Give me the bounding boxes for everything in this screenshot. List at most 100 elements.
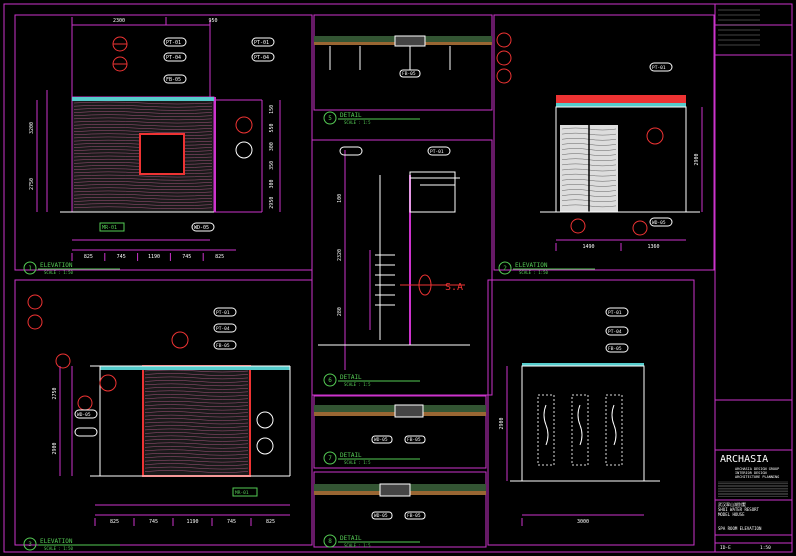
hatch-line xyxy=(144,407,249,411)
e1-tag-pt01-a: PT-01 xyxy=(166,40,181,46)
dim-label: 3000 xyxy=(577,519,589,525)
hatch-line xyxy=(73,111,213,114)
view-number: 8 xyxy=(328,538,332,545)
hatch-line xyxy=(73,193,213,197)
view-scale: SCALE : 1:5 xyxy=(344,543,371,548)
e1-tag-pt01-b: PT-01 xyxy=(254,40,269,46)
e3-tag-pt04: PT-04 xyxy=(216,326,230,332)
hatch-line xyxy=(144,390,249,393)
d7-tag-wd05: WD-05 xyxy=(374,437,388,443)
hatch-line xyxy=(73,184,213,187)
e4-dims: 3000 2900 xyxy=(499,417,589,526)
hatch-line xyxy=(144,446,249,449)
hatch-line xyxy=(73,187,213,190)
view-title: ELEVATION xyxy=(40,262,73,269)
e4-tag-pt01: PT-01 xyxy=(608,310,622,316)
hatch-line xyxy=(144,369,249,373)
e4-tag-pt04: PT-04 xyxy=(608,329,622,335)
hatch-line xyxy=(144,401,249,404)
dim-label: 350 xyxy=(269,161,275,170)
d8-tag-wd05: WD-05 xyxy=(374,513,388,519)
project-line-1: 武汉翠山湖别墅 xyxy=(718,501,746,507)
dim-label: 280 xyxy=(337,307,343,316)
e2-tag-pt01: PT-01 xyxy=(652,65,666,71)
view-scale: SCALE : 1:5 xyxy=(344,460,371,465)
dim-label: 1190 xyxy=(186,519,198,525)
e2-dims-left: 2750 2900 xyxy=(52,387,58,454)
hatch-line xyxy=(73,101,213,105)
dim-label: 2750 xyxy=(52,387,58,399)
company-line-3: ARCHITECTURE PLANNING xyxy=(735,475,779,479)
d6-section-mark: S.A xyxy=(445,282,463,293)
dim-label: 300 xyxy=(269,179,275,188)
d7-tag-fb05: FB-05 xyxy=(407,437,421,443)
hatch-line xyxy=(144,456,249,459)
hatch-line xyxy=(144,397,249,400)
hatch-line xyxy=(144,470,249,473)
dim-label: 950 xyxy=(208,18,217,24)
view-number-circle xyxy=(323,373,337,387)
view-title: DETAIL xyxy=(340,535,362,542)
hatch-line xyxy=(144,376,249,380)
hatch-line xyxy=(144,380,249,383)
e2-tag-wd05: WD-05 xyxy=(652,220,666,226)
view-number: 1 xyxy=(28,265,32,272)
e3-tag-fb05: FB-05 xyxy=(216,343,230,349)
title-block: ARCHASIA ARCHASIA DESIGN GROUP INTERIOR … xyxy=(715,9,792,551)
view-title: DETAIL xyxy=(340,374,362,381)
view-number-circle xyxy=(323,451,337,465)
hatch-line xyxy=(73,127,213,130)
drawing-title: SPA ROOM ELEVATION xyxy=(718,526,762,531)
e3-dims-right: 2900 xyxy=(694,153,700,165)
dim-label: 2900 xyxy=(52,442,58,454)
hatch-line xyxy=(144,404,249,407)
view-scale: SCALE : 1:50 xyxy=(519,270,548,275)
hatch-line xyxy=(144,449,249,452)
hatch-line xyxy=(73,197,213,200)
view-title: ELEVATION xyxy=(515,262,548,269)
e1-tag-mr01: MR-01 xyxy=(102,225,117,231)
hatch-line xyxy=(144,459,249,463)
e3-tag-pt01: PT-01 xyxy=(216,310,230,316)
dim-label: 550 xyxy=(269,123,275,132)
hatch-line xyxy=(73,108,213,111)
view-scale: SCALE : 1:5 xyxy=(344,120,371,125)
e3-tag-mr01: MR-01 xyxy=(235,490,249,496)
e1-dims-left: 3200 2750 xyxy=(29,122,35,190)
view-title: ELEVATION xyxy=(40,538,73,545)
view-scale: SCALE : 1:50 xyxy=(44,270,73,275)
dim-label: 745 xyxy=(182,254,191,260)
d8-tag-fb05: FB-05 xyxy=(407,513,421,519)
hatch-line xyxy=(144,439,249,442)
hatch-line xyxy=(73,124,213,127)
dim-label: 2900 xyxy=(694,153,700,165)
project-line-3: MODEL HOUSE xyxy=(718,512,745,517)
dim-label: 2750 xyxy=(29,178,35,190)
dim-label: 745 xyxy=(117,254,126,260)
view-scale: SCALE : 1:50 xyxy=(44,546,73,551)
hatch-line xyxy=(73,206,213,210)
dim-label: 2900 xyxy=(499,417,505,429)
hatch-line xyxy=(144,466,249,470)
view-number-circle xyxy=(498,261,512,275)
sheet-border xyxy=(3,3,793,553)
e4-tag-fb05: FB-05 xyxy=(608,346,622,352)
hatch-line xyxy=(144,394,249,397)
hatch-line xyxy=(144,463,249,466)
hatch-line xyxy=(144,414,249,418)
dim-label: 3200 xyxy=(29,122,35,134)
view-number-circle xyxy=(23,261,37,275)
dim-label: 825 xyxy=(110,519,119,525)
view-number: 5 xyxy=(328,115,332,122)
sheet-scale: 1:50 xyxy=(760,545,771,551)
e1-tag-fb05: FB-05 xyxy=(166,77,181,83)
hatch-line xyxy=(73,181,213,184)
